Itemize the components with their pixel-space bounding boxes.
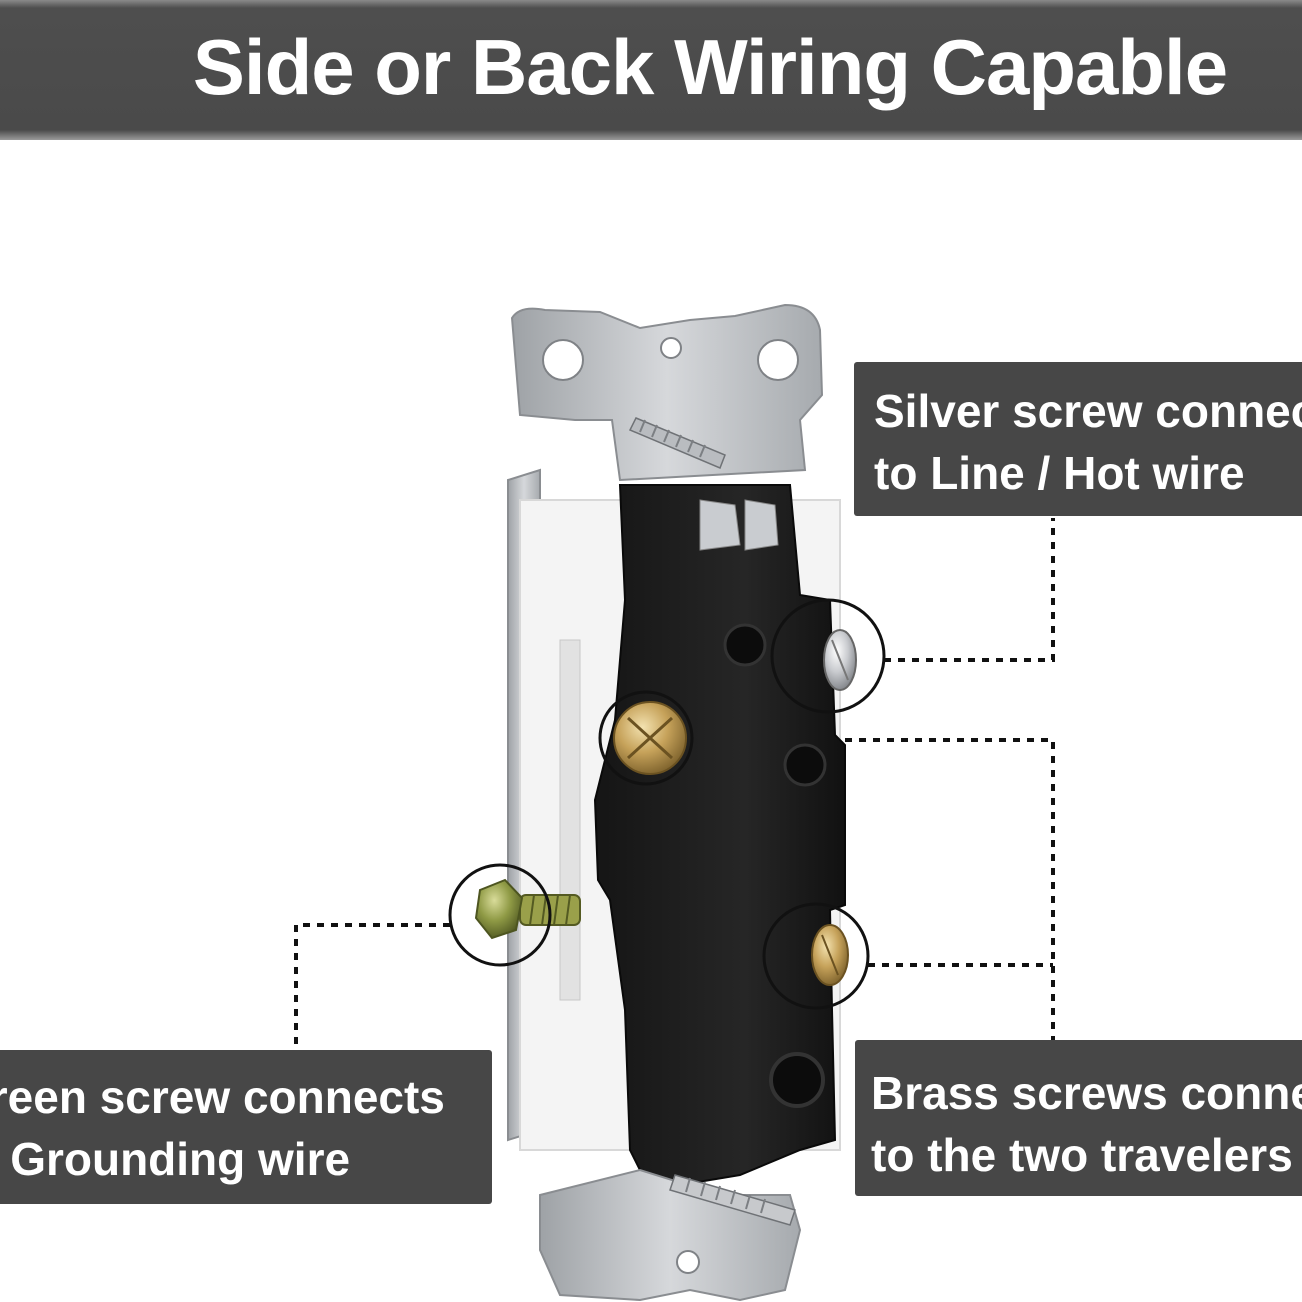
- green-leader-line: [294, 923, 450, 1050]
- green-callout-line2: to Grounding wire: [0, 1133, 351, 1185]
- bottom-mounting-screw: [669, 1174, 796, 1226]
- brass-callout-line1: Brass screws connect: [871, 1067, 1302, 1119]
- brass-lower-highlight: [762, 902, 870, 1010]
- title-banner: Side or Back Wiring Capable: [0, 0, 1302, 140]
- toggle-slot: [559, 639, 581, 1001]
- backwire-hole: [783, 743, 827, 787]
- silver-leader-line: [884, 518, 1055, 662]
- strap-hole: [660, 337, 682, 359]
- strap-hole: [757, 339, 799, 381]
- silver-screw-callout: Silver screw connects to Line / Hot wire: [854, 362, 1302, 516]
- brass-screw-lower: [811, 924, 849, 986]
- green-screw-callout: Green screw connects to Grounding wire: [0, 1050, 492, 1204]
- brass-screw-callout: Brass screws connect to the two traveler…: [855, 1040, 1302, 1196]
- page-title: Side or Back Wiring Capable: [192, 23, 1228, 111]
- silver-callout-line1: Silver screw connects: [874, 385, 1302, 437]
- brass-screw-upper: [613, 701, 687, 775]
- terminal-clip: [744, 499, 779, 551]
- brass-upper-highlight: [598, 690, 694, 786]
- silver-screw: [823, 629, 857, 691]
- green-screw-highlight: [448, 863, 552, 967]
- top-mounting-strap: [510, 303, 824, 482]
- brass-callout-line2: to the two travelers: [871, 1129, 1293, 1181]
- silver-screw-highlight: [770, 598, 886, 714]
- terminal-clip: [699, 499, 741, 551]
- top-mounting-screw: [628, 417, 726, 469]
- green-callout-line1: Green screw connects: [0, 1071, 445, 1123]
- backwire-hole: [723, 623, 767, 667]
- brass-upper-leader-line: [845, 738, 1055, 1040]
- silver-callout-line2: to Line / Hot wire: [874, 447, 1245, 499]
- backwire-hole: [769, 1052, 825, 1108]
- strap-hole: [542, 339, 584, 381]
- strap-hole: [676, 1250, 700, 1274]
